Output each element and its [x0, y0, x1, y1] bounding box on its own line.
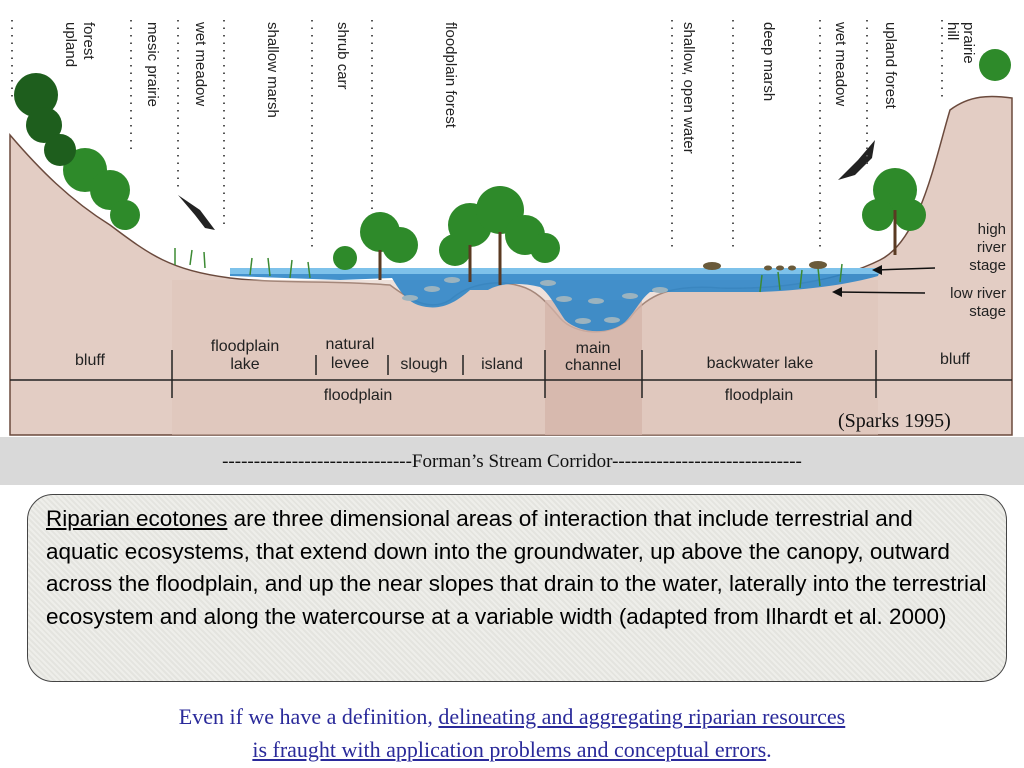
svg-text:channel: channel	[565, 357, 621, 374]
definition-body: are three dimensional areas of interacti…	[46, 506, 987, 629]
floodplain-lake-label: floodplain lake	[211, 338, 280, 373]
riparian-cross-section-diagram: upland forest mesic prairie wet meadow s…	[9, 20, 1013, 436]
footer-statement: Even if we have a definition, delineatin…	[0, 700, 1024, 766]
definition-text: Riparian ecotones are three dimensional …	[46, 503, 988, 633]
zone-label-shallow-open-water: shallow, open water	[680, 22, 697, 154]
trees-floodplain	[333, 186, 560, 270]
footer-link-line-1[interactable]: delineating and aggregating riparian res…	[438, 704, 846, 729]
high-stage-arrow	[875, 267, 936, 271]
eagle-right-icon	[838, 140, 875, 180]
svg-text:natural: natural	[326, 336, 375, 353]
citation: (Sparks 1995)	[838, 410, 951, 432]
floodplain-left-label: floodplain	[324, 387, 393, 404]
zone-label-hill-prairie: hill prairie	[944, 22, 977, 64]
marsh-grass	[174, 248, 843, 293]
zone-label-floodplain-forest: floodplain forest	[442, 22, 459, 129]
ducks-icon	[703, 261, 827, 271]
backwater-lake-label: backwater lake	[707, 355, 814, 372]
zone-label-wet-meadow-right: wet meadow	[832, 21, 849, 106]
zone-dividers	[11, 20, 943, 250]
svg-text:low river: low river	[950, 285, 1006, 302]
high-stage-arrowhead	[872, 265, 882, 275]
water-surface	[230, 268, 880, 274]
svg-text:stage: stage	[969, 257, 1006, 274]
river-water	[230, 270, 880, 332]
tree-trunks	[378, 210, 897, 285]
zone-label-shallow-marsh: shallow marsh	[264, 22, 281, 118]
svg-text:levee: levee	[331, 355, 369, 372]
low-stage-arrowhead	[832, 287, 842, 297]
zone-label-mesic-prairie: mesic prairie	[144, 22, 161, 107]
segment-ticks	[171, 350, 877, 398]
high-river-stage-label: high river stage	[969, 221, 1006, 274]
bluff-right-label: bluff	[940, 351, 971, 368]
definition-term: Riparian ecotones	[46, 506, 228, 531]
svg-text:upland: upland	[62, 22, 79, 67]
svg-text:lake: lake	[230, 356, 259, 373]
zone-label-upland-forest-left: upland forest	[62, 22, 97, 67]
main-channel-label: main channel	[565, 340, 621, 374]
floodplain-band	[172, 280, 878, 435]
fish-group	[402, 277, 668, 324]
slough-label: slough	[400, 356, 447, 373]
floodplain-right-label: floodplain	[725, 387, 794, 404]
trees-left-upland	[14, 73, 140, 230]
island-label: island	[481, 356, 523, 373]
svg-text:prairie: prairie	[960, 22, 977, 64]
zone-label-shrub-carr: shrub carr	[334, 22, 351, 90]
natural-levee-label: natural levee	[326, 336, 375, 372]
svg-text:floodplain: floodplain	[211, 338, 280, 355]
svg-text:forest: forest	[80, 22, 97, 60]
zone-label-upland-forest-right: upland forest	[882, 22, 899, 110]
svg-text:high: high	[978, 221, 1006, 238]
svg-text:main: main	[576, 340, 611, 357]
zone-label-deep-marsh: deep marsh	[760, 22, 777, 101]
zone-label-wet-meadow-left: wet meadow	[192, 21, 209, 106]
footer-lead: Even if we have a definition,	[178, 704, 439, 729]
eagle-left-icon	[178, 195, 215, 230]
caption-band	[0, 437, 1024, 485]
footer-tail: .	[766, 737, 772, 762]
bluff-left-label: bluff	[75, 352, 106, 369]
definition-box: Riparian ecotones are three dimensional …	[27, 494, 1007, 682]
trees-right-upland	[862, 49, 1011, 231]
low-stage-arrow	[835, 291, 926, 294]
svg-text:hill: hill	[944, 22, 961, 40]
footer-link-line-2[interactable]: is fraught with application problems and…	[252, 737, 767, 762]
svg-text:river: river	[977, 239, 1006, 256]
low-river-stage-label: low river stage	[950, 285, 1006, 320]
svg-text:stage: stage	[969, 303, 1006, 320]
figure-caption: ------------------------------Forman’s S…	[222, 451, 802, 472]
